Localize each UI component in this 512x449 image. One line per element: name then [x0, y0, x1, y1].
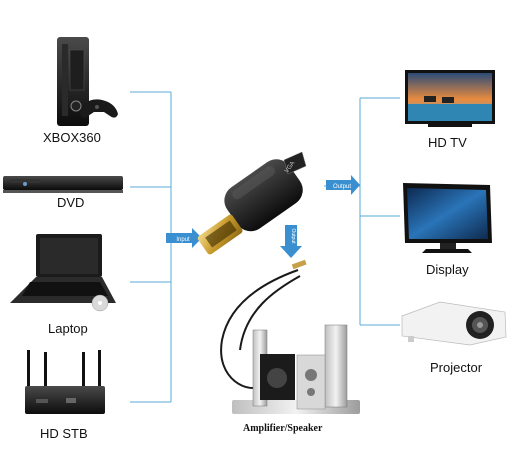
- output-arrow-label: Output: [333, 184, 351, 190]
- audio-cable-icon: [220, 259, 307, 389]
- laptop-icon: [10, 234, 116, 312]
- set-top-box-icon: [25, 350, 105, 414]
- laptop-label: Laptop: [48, 321, 88, 336]
- speaker-system-icon: [232, 324, 360, 414]
- hd-tv-label: HD TV: [428, 135, 467, 150]
- hd-stb-label: HD STB: [40, 426, 88, 441]
- xbox360-label: XBOX360: [43, 130, 101, 145]
- audio-output-arrow: [280, 225, 302, 258]
- monitor-icon: [403, 183, 492, 253]
- right-connector-lines: [324, 97, 400, 326]
- output-arrow: [326, 175, 360, 195]
- left-connector-lines: [130, 91, 200, 403]
- amplifier-speaker-label: Amplifier/Speaker: [243, 423, 323, 434]
- projector-icon: [401, 301, 507, 346]
- display-label: Display: [426, 262, 469, 277]
- xbox360-console-icon: [57, 37, 118, 126]
- dvd-player-icon: [3, 176, 123, 193]
- input-arrow-label: Input: [176, 237, 190, 243]
- audio-arrow-label: Output: [290, 228, 296, 244]
- projector-label: Projector: [430, 360, 483, 375]
- hd-tv-icon: [405, 70, 495, 127]
- hdmi-to-vga-adapter-icon: [197, 151, 307, 255]
- dvd-label: DVD: [57, 195, 85, 210]
- input-arrow: [166, 228, 202, 248]
